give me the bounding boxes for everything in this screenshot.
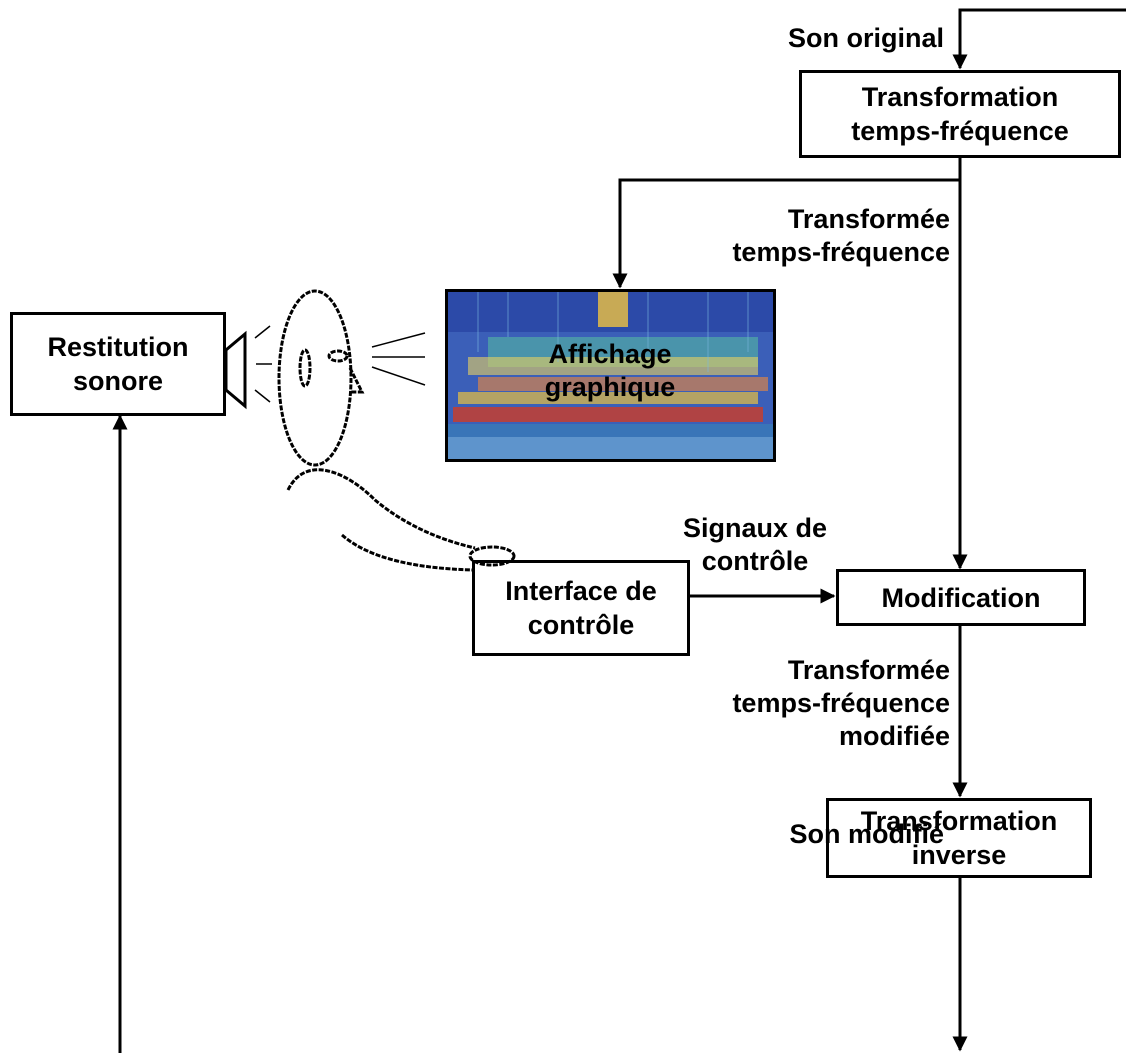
transformation-inverse-label: Transformation inverse xyxy=(860,806,1058,870)
listener-figure-icon xyxy=(277,289,516,572)
restitution-sonore-box: Restitution sonore xyxy=(10,312,226,416)
loudspeaker-icon xyxy=(224,330,247,410)
modification-box: Modification xyxy=(836,569,1086,626)
restitution-sonore-label: Restitution sonore xyxy=(47,332,189,396)
interface-controle-label: Interface de contrôle xyxy=(505,576,657,640)
signaux-controle-label: Signaux de contrôle xyxy=(682,513,828,576)
transformation-tf-label: Transformation temps-fréquence xyxy=(851,82,1069,146)
display-label: Affichage graphique xyxy=(544,339,676,402)
transform-to-display-arrow xyxy=(612,178,960,289)
transformation-inverse-box: Transformation inverse xyxy=(826,798,1092,878)
modification-label: Modification xyxy=(881,582,1041,613)
son-modifie-label: Son modifié xyxy=(789,819,945,849)
input-arrow xyxy=(952,8,1126,70)
transformation-tf-box: Transformation temps-fréquence xyxy=(799,70,1121,158)
sound-wave-icon xyxy=(254,325,272,403)
transformee-tf-label: Transformée temps-fréquence xyxy=(732,204,950,267)
son-original-label: Son original xyxy=(787,23,944,53)
spectrogram-image xyxy=(448,292,773,459)
gaze-lines xyxy=(371,332,426,386)
spectrogram-display xyxy=(445,289,776,462)
transformee-tf-modifiee-label: Transformée temps-fréquence modifiée xyxy=(732,655,950,751)
interface-controle-box: Interface de contrôle xyxy=(472,560,690,656)
